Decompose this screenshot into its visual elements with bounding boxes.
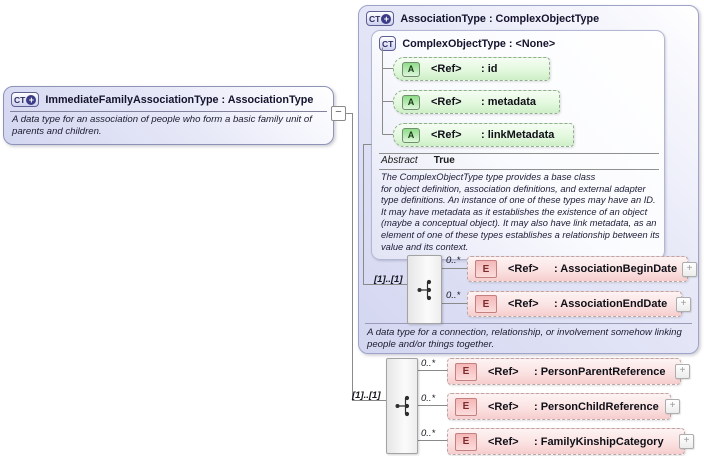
facet-label: Abstract [381, 155, 418, 166]
element-icon: E [475, 295, 497, 313]
cardinality-label: [1]..[1] [352, 390, 381, 401]
element-row-personparentreference[interactable]: E <Ref> : PersonParentReference [447, 358, 681, 385]
element-ref: <Ref> [508, 298, 539, 310]
complex-type-plus-icon: CT + [11, 92, 40, 107]
occurs-label: 0..* [421, 428, 436, 439]
abstract-facet: Abstract True [381, 155, 455, 166]
element-ref: <Ref> [488, 435, 519, 448]
expand-toggle[interactable]: + [676, 297, 691, 312]
element-name: : FamilyKinshipCategory [534, 435, 664, 448]
complex-type-icon: CT [379, 36, 397, 51]
element-name: : PersonParentReference [534, 365, 666, 378]
element-ref: <Ref> [488, 365, 519, 378]
element-icon: E [455, 362, 477, 381]
attribute-icon: A [402, 127, 420, 143]
facet-value: True [433, 155, 455, 166]
collapse-toggle[interactable]: − [331, 106, 346, 121]
node-title-text: ImmediateFamilyAssociationType : Associa… [45, 93, 314, 106]
expand-toggle[interactable]: + [682, 262, 697, 277]
divider [10, 111, 327, 112]
node-description: A data type for an association of people… [12, 114, 312, 137]
node-title: CT + ImmediateFamilyAssociationType : As… [11, 92, 313, 107]
attribute-row-linkmetadata[interactable]: A <Ref> : linkMetadata [393, 123, 574, 147]
attribute-name: : metadata [481, 96, 537, 108]
attribute-ref: <Ref> [431, 96, 462, 108]
type-documentation: The ComplexObjectType type provides a ba… [381, 172, 660, 252]
attribute-ref: <Ref> [431, 129, 462, 141]
element-row-associationbegindate[interactable]: E <Ref> : AssociationBeginDate [467, 256, 688, 282]
element-row-familykinshipcategory[interactable]: E <Ref> : FamilyKinshipCategory [447, 428, 685, 455]
occurs-label: 0..* [421, 358, 436, 369]
plus-badge-icon: + [381, 13, 392, 24]
cardinality-label: [1]..[1] [374, 274, 403, 285]
occurs-label: 0..* [446, 290, 461, 301]
node-title-text: ComplexObjectType : <None> [402, 37, 556, 50]
plus-badge-icon: + [26, 94, 37, 105]
divider [365, 323, 692, 324]
element-icon: E [455, 432, 477, 451]
complex-type-plus-icon: CT + [366, 11, 395, 26]
expand-toggle[interactable]: + [679, 434, 694, 449]
element-icon: E [475, 260, 497, 278]
element-name: : PersonChildReference [534, 400, 659, 413]
element-ref: <Ref> [488, 400, 519, 413]
expand-toggle[interactable]: + [665, 399, 680, 414]
sequence-glyph [395, 395, 409, 417]
node-title: CT + AssociationType : ComplexObjectType [366, 11, 599, 26]
occurs-label: 0..* [421, 393, 436, 404]
node-title-text: AssociationType : ComplexObjectType [400, 12, 600, 25]
element-name: : AssociationBeginDate [554, 263, 678, 275]
expand-toggle[interactable]: + [675, 364, 690, 379]
immediate-family-association-type-node[interactable]: CT + ImmediateFamilyAssociationType : As… [3, 86, 334, 145]
attribute-name: : linkMetadata [481, 129, 555, 141]
attribute-icon: A [402, 94, 420, 110]
sequence-icon[interactable] [386, 358, 418, 454]
node-title: CT ComplexObjectType : <None> [379, 36, 555, 51]
sequence-icon[interactable] [407, 255, 442, 324]
node-description: A data type for a connection, relationsh… [367, 327, 682, 350]
element-row-personchildreference[interactable]: E <Ref> : PersonChildReference [447, 393, 671, 420]
divider [379, 153, 659, 154]
attribute-name: : id [481, 63, 498, 75]
element-ref: <Ref> [508, 263, 539, 275]
sequence-glyph [417, 279, 432, 300]
attribute-ref: <Ref> [431, 63, 462, 75]
divider [379, 169, 659, 170]
element-icon: E [455, 397, 477, 416]
element-row-associationenddate[interactable]: E <Ref> : AssociationEndDate [467, 291, 682, 317]
element-name: : AssociationEndDate [554, 298, 668, 310]
attribute-row-id[interactable]: A <Ref> : id [393, 57, 550, 81]
attribute-row-metadata[interactable]: A <Ref> : metadata [393, 90, 560, 114]
occurs-label: 0..* [446, 255, 461, 266]
attribute-icon: A [402, 61, 420, 77]
